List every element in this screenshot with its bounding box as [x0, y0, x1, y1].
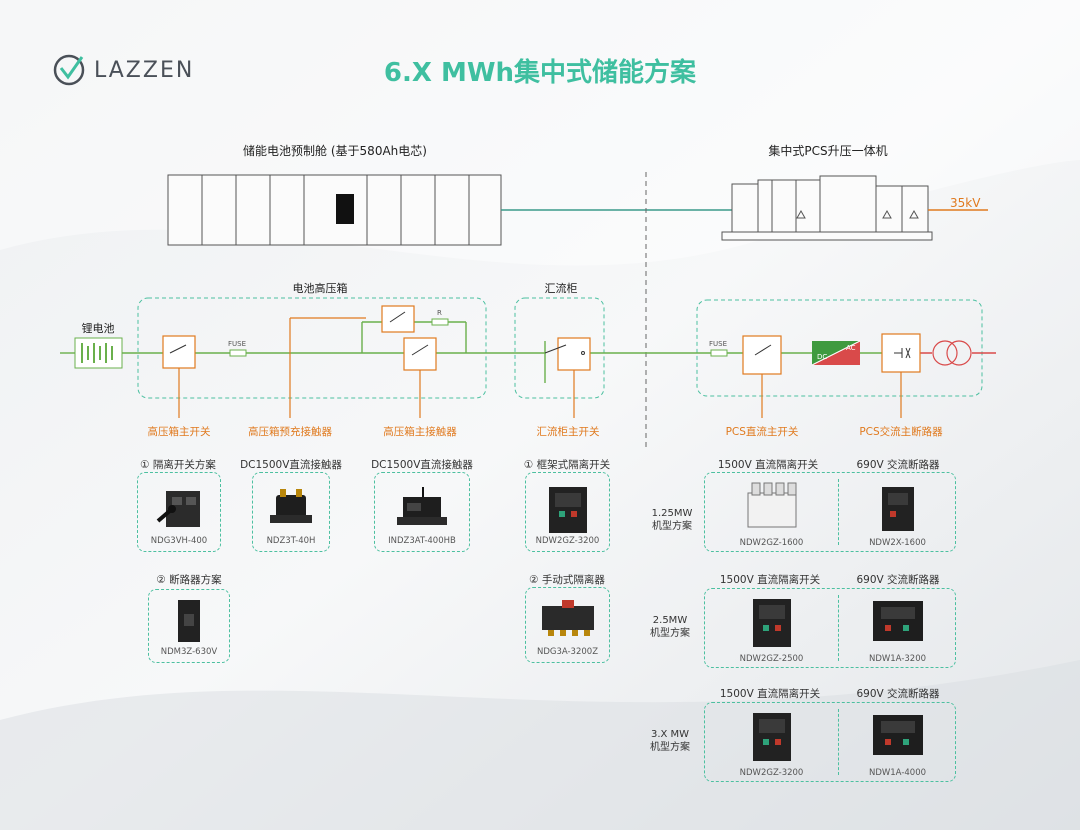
- page-title: 6.X MWh集中式储能方案: [383, 58, 697, 88]
- dc-label: DC: [817, 353, 828, 361]
- scheme3-card[interactable]: NDW2GZ-3200 NDW1A-4000: [704, 702, 956, 782]
- ac-label: AC: [846, 344, 856, 352]
- product-code: NDG3VH-400: [150, 536, 208, 546]
- contactor-header-1: DC1500V直流接触器: [240, 459, 342, 471]
- device-label-hv-main-switch: 高压箱主开关: [147, 426, 211, 438]
- scheme3-dc-product: NDW2GZ-3200: [705, 703, 838, 783]
- hv-box-label: 电池高压箱: [292, 282, 348, 295]
- ac-breaker-icon: [872, 601, 923, 641]
- product-code: NDW2GZ-3200: [535, 536, 600, 546]
- frame-isolation-switch-icon: [548, 487, 587, 533]
- scheme2-ac-title: 690V 交流断路器: [856, 574, 940, 586]
- manual-isolator-icon: [541, 600, 594, 636]
- product-code: NDW2GZ-3200: [739, 768, 804, 778]
- scheme2-dc-product: NDW2GZ-2500: [705, 589, 838, 669]
- dc-contactor-large-icon: [397, 487, 447, 525]
- fuse-label: FUSE: [228, 340, 247, 348]
- scheme2-ac-product: NDW1A-3200: [838, 589, 957, 669]
- product-card-ndg3a[interactable]: NDG3A-3200Z: [525, 587, 610, 663]
- dc-frame-switch-icon: [752, 713, 791, 761]
- device-label-pcs-ac-breaker: PCS交流主断路器: [859, 426, 943, 438]
- voltage-label: 35kV: [950, 196, 981, 210]
- device-label-combiner-main-switch: 汇流柜主开关: [536, 426, 600, 438]
- device-label-pcs-dc-switch: PCS直流主开关: [725, 426, 799, 438]
- dc-contactor-icon: [270, 489, 312, 523]
- fuse-label-pcs: FUSE: [709, 340, 728, 348]
- scheme1-card[interactable]: NDW2GZ-1600 NDW2X-1600: [704, 472, 956, 552]
- product-code: NDM3Z-630V: [160, 647, 218, 657]
- scheme1-name: 1.25MW 机型方案: [651, 508, 693, 532]
- brand-name: LAZZEN: [94, 57, 195, 83]
- combiner-label: 汇流柜: [544, 282, 578, 295]
- dc-frame-switch-icon: [752, 599, 791, 647]
- battery-cabin-label: 储能电池预制舱 (基于580Ah电芯): [243, 144, 427, 158]
- logo-check-circle-icon: [53, 54, 85, 86]
- scheme2-name: 2.5MW 机型方案: [650, 615, 690, 639]
- ac-breaker-icon: [881, 487, 914, 531]
- product-code: NDW2X-1600: [869, 538, 926, 548]
- product-code: NDW1A-3200: [868, 654, 927, 664]
- scheme2-dc-title: 1500V 直流隔离开关: [719, 574, 821, 586]
- product-code: NDW2GZ-1600: [739, 538, 804, 548]
- battery-label: 锂电池: [81, 322, 115, 335]
- scheme1-ac-title: 690V 交流断路器: [856, 459, 940, 471]
- product-code: NDG3A-3200Z: [536, 647, 599, 657]
- frame-switch-header: ① 框架式隔离开关: [523, 459, 611, 471]
- product-card-indz3at[interactable]: INDZ3AT-400HB: [374, 472, 470, 552]
- scheme1-dc-title: 1500V 直流隔离开关: [717, 459, 819, 471]
- product-card-ndg3vh[interactable]: NDG3VH-400: [137, 472, 221, 552]
- product-code: NDW2GZ-2500: [739, 654, 804, 664]
- scheme3-name: 3.X MW 机型方案: [650, 729, 690, 753]
- isolation-switch-icon: [156, 491, 200, 527]
- product-card-ndm3z[interactable]: NDM3Z-630V: [148, 589, 230, 663]
- product-code: NDW1A-4000: [868, 768, 927, 778]
- scheme2-card[interactable]: NDW2GZ-2500 NDW1A-3200: [704, 588, 956, 668]
- brand-logo: LAZZEN: [52, 50, 212, 90]
- product-code: INDZ3AT-400HB: [388, 536, 456, 546]
- scheme1-dc-product: NDW2GZ-1600: [705, 473, 838, 553]
- resistor-label: R: [437, 309, 442, 317]
- scheme3-ac-title: 690V 交流断路器: [856, 688, 940, 700]
- contactor-header-2: DC1500V直流接触器: [371, 459, 473, 471]
- product-code: NDZ3T-40H: [266, 536, 316, 546]
- scheme1-ac-product: NDW2X-1600: [838, 473, 957, 553]
- molded-case-breaker-icon: [178, 600, 200, 642]
- manual-isolator-header: ② 手动式隔离器: [529, 574, 605, 586]
- product-card-ndw2gz-3200[interactable]: NDW2GZ-3200: [525, 472, 610, 552]
- product-card-ndz3t[interactable]: NDZ3T-40H: [252, 472, 330, 552]
- device-label-hv-main-contactor: 高压箱主接触器: [383, 426, 457, 438]
- battery-cabin: [167, 174, 502, 246]
- breaker-scheme-header: ② 断路器方案: [156, 574, 222, 586]
- pcs-label: 集中式PCS升压一体机: [768, 144, 888, 158]
- scheme3-dc-title: 1500V 直流隔离开关: [719, 688, 821, 700]
- ac-breaker-icon: [872, 715, 923, 755]
- pcs-unit: [721, 175, 933, 241]
- device-label-precharge-contactor: 高压箱预充接触器: [248, 426, 332, 438]
- isolation-scheme-header: ① 隔离开关方案: [140, 459, 216, 471]
- scheme3-ac-product: NDW1A-4000: [838, 703, 957, 783]
- dc-frame-switch-icon: [747, 482, 796, 528]
